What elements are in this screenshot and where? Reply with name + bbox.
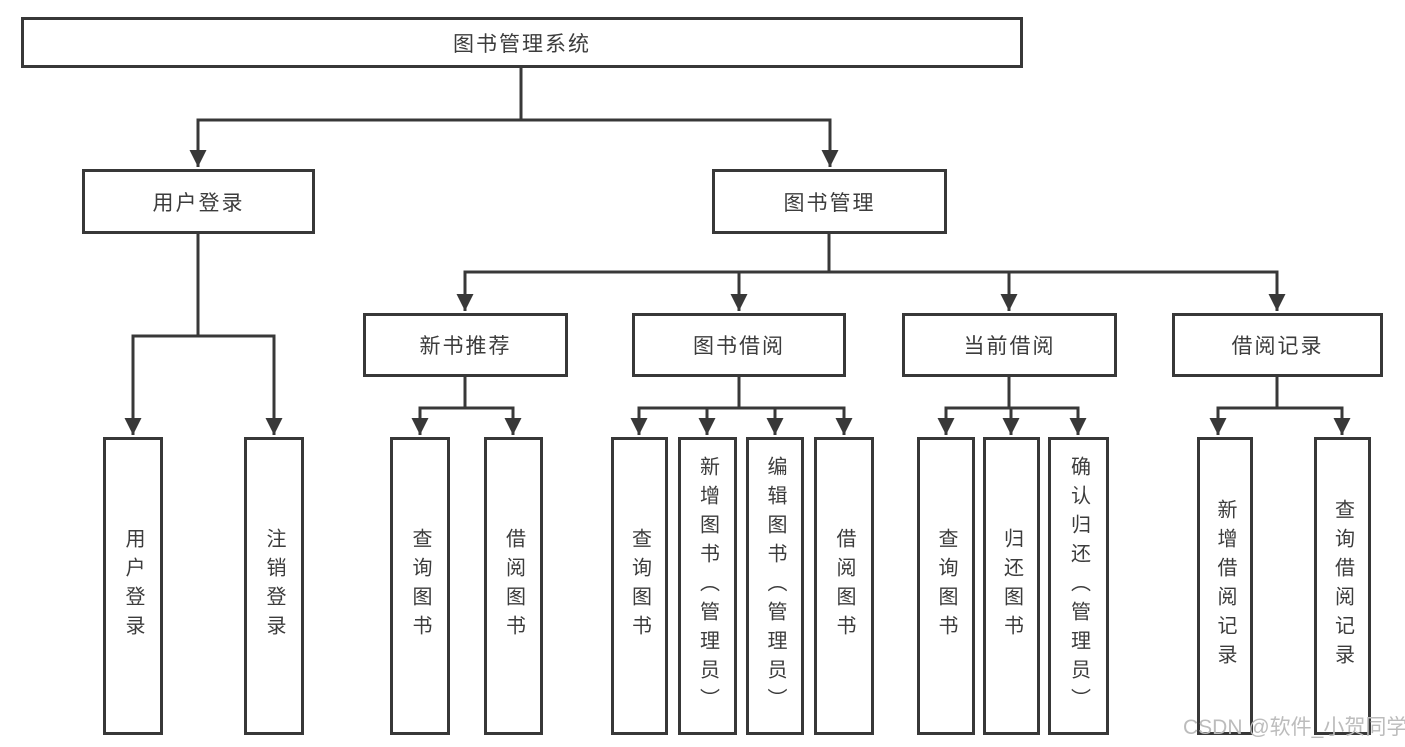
- node-label: 查询图书: [935, 528, 957, 644]
- node-label: 图书管理: [783, 191, 876, 215]
- node-user-login: 用户登录: [82, 169, 315, 234]
- node-add-books-admin: 新增图书（管理员）: [678, 437, 737, 735]
- node-label: 借阅图书: [833, 528, 855, 644]
- node-label: 编辑图书（管理员）: [764, 455, 786, 717]
- node-add-borrow-record: 新增借阅记录: [1197, 437, 1253, 735]
- node-return-books: 归还图书: [983, 437, 1040, 735]
- node-label: 图书借阅: [693, 335, 785, 358]
- connector-borrow-records-rail: [1216, 377, 1344, 410]
- node-query-books-current: 查询图书: [917, 437, 975, 735]
- node-current-borrowing: 当前借阅: [902, 313, 1117, 377]
- node-book-management-system: 图书管理系统: [21, 17, 1023, 68]
- node-label: 归还图书: [1000, 528, 1023, 644]
- node-label: 新增图书（管理员）: [696, 455, 719, 717]
- node-confirm-return-admin: 确认归还（管理员）: [1048, 437, 1109, 735]
- node-label: 用户登录: [152, 191, 245, 215]
- node-label: 注销登录: [263, 528, 285, 644]
- node-label: 查询图书: [409, 528, 431, 644]
- connector-book-borrowing-rail: [637, 377, 846, 410]
- connector-root-rail: [196, 68, 832, 122]
- node-user-login-leaf: 用户登录: [103, 437, 163, 735]
- node-label: 确认归还（管理员）: [1067, 455, 1090, 717]
- node-label: 当前借阅: [963, 335, 1056, 358]
- node-label: 新书推荐: [419, 335, 512, 358]
- node-label: 新增借阅记录: [1214, 499, 1236, 673]
- node-label: 查询借阅记录: [1331, 499, 1354, 673]
- connector-user-login-rail: [131, 233, 276, 338]
- node-borrow-books-recommend: 借阅图书: [484, 437, 543, 735]
- watermark: CSDN @软件_小贺同学: [1183, 716, 1405, 739]
- node-edit-books-admin: 编辑图书（管理员）: [746, 437, 804, 735]
- node-label: 用户登录: [122, 528, 144, 644]
- node-borrow-records: 借阅记录: [1172, 313, 1383, 377]
- node-new-book-recommend: 新书推荐: [363, 313, 568, 377]
- connector-current-borrowing-rail: [944, 377, 1080, 410]
- node-borrow-books-borrowing: 借阅图书: [814, 437, 874, 735]
- node-label: 查询图书: [628, 528, 651, 644]
- node-query-borrow-record: 查询借阅记录: [1314, 437, 1371, 735]
- node-logout: 注销登录: [244, 437, 304, 735]
- node-query-books-borrowing: 查询图书: [611, 437, 668, 735]
- node-book-borrowing: 图书借阅: [632, 313, 846, 377]
- node-label: 借阅图书: [502, 528, 525, 644]
- node-book-management: 图书管理: [712, 169, 947, 234]
- connector-new-book-rail: [418, 377, 515, 410]
- connector-book-management-rail: [463, 233, 1279, 274]
- node-label: 借阅记录: [1231, 335, 1324, 358]
- node-label: 图书管理系统: [453, 32, 591, 56]
- node-query-books-recommend: 查询图书: [390, 437, 450, 735]
